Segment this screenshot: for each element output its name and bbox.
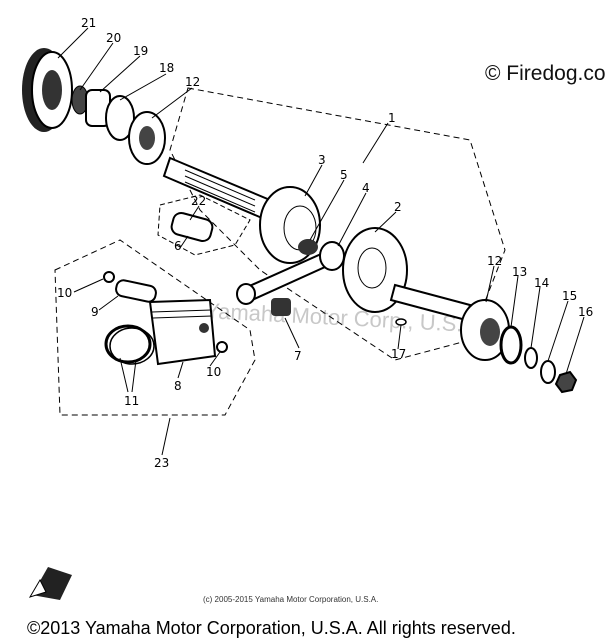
part-13-seal	[499, 325, 523, 365]
callout-11: 11	[124, 394, 139, 408]
callout-21: 21	[81, 16, 96, 30]
copyright-small: (c) 2005-2015 Yamaha Motor Corporation, …	[203, 595, 379, 604]
part-11-piston-rings	[104, 324, 152, 364]
part-21-gear	[22, 48, 73, 132]
part-15-washer	[540, 360, 556, 384]
part-6-roller	[170, 211, 214, 243]
callout-10-lower: 10	[206, 365, 221, 379]
callout-9: 9	[91, 305, 99, 319]
part-12-bearing-left-bore	[139, 126, 155, 150]
callout-8: 8	[174, 379, 182, 393]
callout-13: 13	[512, 265, 527, 279]
part-18-bearing	[105, 95, 135, 141]
bearing-22-boundary	[157, 194, 251, 256]
callout-12-left: 12	[185, 75, 200, 89]
callout-15: 15	[562, 289, 577, 303]
callout-22: 22	[191, 194, 206, 208]
callout-7: 7	[294, 349, 302, 363]
part-8-piston	[148, 298, 217, 366]
callout-12-right: 12	[487, 254, 502, 268]
callout-19: 19	[133, 44, 148, 58]
callout-1: 1	[388, 111, 396, 125]
callout-3: 3	[318, 153, 326, 167]
part-5-needle-bearing	[298, 239, 318, 255]
part-7-connecting-rod	[236, 241, 345, 305]
callout-23: 23	[154, 456, 169, 470]
piston-assembly-boundary	[54, 239, 256, 416]
part-14-washer	[524, 347, 538, 369]
callout-2: 2	[394, 200, 402, 214]
part-10-clip-lower	[216, 341, 228, 353]
callout-16: 16	[578, 305, 593, 319]
part-2-crank-web	[342, 227, 408, 313]
callout-18: 18	[159, 61, 174, 75]
callout-4: 4	[362, 181, 370, 195]
part-17-key	[395, 318, 407, 326]
part-16-nut	[554, 370, 578, 394]
front-arrow-icon	[28, 567, 72, 600]
copyright-bottom: ©2013 Yamaha Motor Corporation, U.S.A. A…	[27, 618, 516, 638]
callout-17: 17	[391, 347, 406, 361]
part-9-piston-pin	[115, 279, 157, 303]
leader-lines	[57, 27, 585, 456]
callout-10-upper: 10	[57, 286, 72, 300]
crankshaft-left-shaft	[162, 156, 272, 220]
watermark-firedog: © Firedog.co	[485, 62, 606, 85]
callout-6: 6	[174, 239, 182, 253]
part-11-piston-ring-second	[109, 327, 155, 365]
callout-14: 14	[534, 276, 549, 290]
callout-20: 20	[106, 31, 121, 45]
callout-5: 5	[340, 168, 348, 182]
part-10-clip-upper	[103, 271, 115, 283]
part-12-bearing-right	[460, 299, 510, 361]
callout-labels: 21 20 19 18 12 1 3 5 4 2 22 6 10 9 7 8 1…	[57, 16, 593, 470]
crankshaft-assembly-boundary	[169, 87, 506, 361]
part-7-small-end-bearing	[271, 298, 291, 316]
